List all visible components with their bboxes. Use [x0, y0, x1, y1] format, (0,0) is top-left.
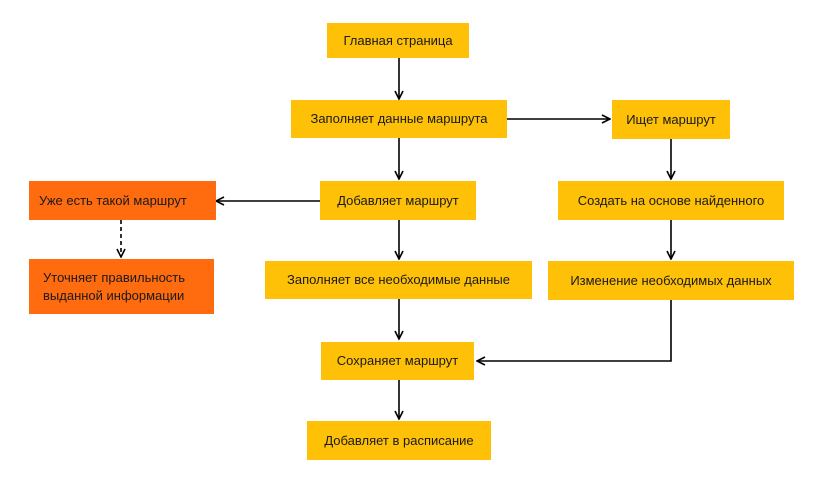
node-fill-route-data: Заполняет данные маршрута	[291, 100, 507, 138]
node-clarify-info-label: Уточняет правильность выданной информаци…	[43, 269, 186, 303]
node-search-route-label: Ищет маршрут	[626, 111, 716, 127]
edge-edit-to-save	[477, 300, 672, 361]
node-create-from-found: Создать на основе найденного	[558, 181, 784, 220]
node-route-exists-label: Уже есть такой маршрут	[39, 192, 187, 208]
node-save-route-label: Сохраняет маршрут	[336, 353, 459, 368]
node-home-page: Главная страница	[327, 23, 469, 58]
node-edit-data-label: Изменение необходимых данных	[570, 272, 772, 288]
node-fill-all-data-label: Заполняет все необходимые данные	[286, 272, 510, 287]
node-route-exists: Уже есть такой маршрут	[29, 181, 216, 220]
node-save-route: Сохраняет маршрут	[321, 342, 474, 380]
node-add-route-label: Добавляет маршрут	[337, 192, 459, 208]
node-clarify-info: Уточняет правильность выданной информаци…	[29, 259, 214, 314]
node-fill-all-data: Заполняет все необходимые данные	[265, 261, 532, 299]
node-add-to-schedule-label: Добавляет в расписание	[324, 432, 474, 448]
node-fill-route-data-label: Заполняет данные маршрута	[310, 111, 488, 126]
node-search-route: Ищет маршрут	[612, 100, 730, 139]
node-edit-data: Изменение необходимых данных	[548, 261, 794, 300]
node-add-to-schedule: Добавляет в расписание	[307, 421, 491, 460]
node-add-route: Добавляет маршрут	[320, 181, 476, 220]
node-home-page-label: Главная страница	[343, 32, 453, 48]
node-create-from-found-label: Создать на основе найденного	[577, 192, 765, 208]
